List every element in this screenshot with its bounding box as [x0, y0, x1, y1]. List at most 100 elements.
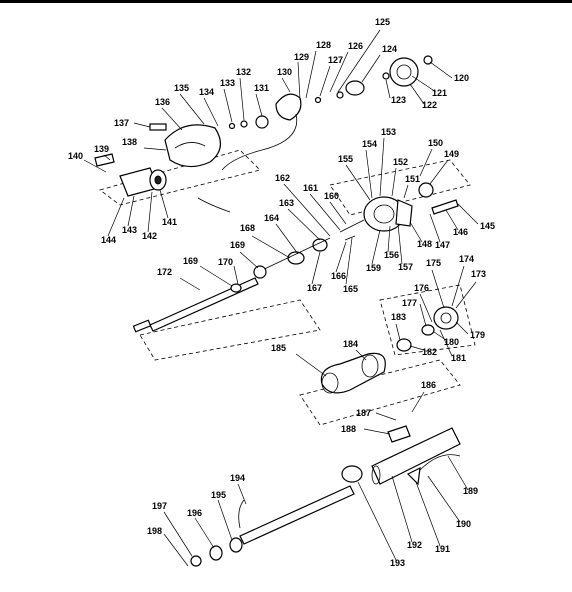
callout-138: 138 — [122, 137, 137, 147]
lower-shaft-group — [190, 485, 355, 567]
shroud-group — [320, 352, 386, 394]
callout-150: 150 — [428, 138, 443, 148]
upper-shaft-group — [132, 265, 267, 333]
callout-163: 163 — [279, 198, 294, 208]
callout-174: 174 — [459, 254, 474, 264]
callout-127: 127 — [328, 55, 343, 65]
callout-179: 179 — [470, 330, 485, 340]
callout-197: 197 — [152, 501, 167, 511]
callout-152: 152 — [393, 157, 408, 167]
callout-156: 156 — [384, 250, 399, 260]
callout-139: 139 — [94, 144, 109, 154]
callout-184: 184 — [343, 339, 358, 349]
callout-131: 131 — [254, 83, 269, 93]
callout-175: 175 — [426, 258, 441, 268]
callout-194: 194 — [230, 473, 245, 483]
callout-180: 180 — [444, 337, 459, 347]
callout-193: 193 — [390, 558, 405, 568]
callout-176: 176 — [414, 283, 429, 293]
callout-187: 187 — [356, 408, 371, 418]
callout-191: 191 — [435, 544, 450, 554]
callout-188: 188 — [341, 424, 356, 434]
callout-177: 177 — [402, 298, 417, 308]
callout-185: 185 — [271, 343, 286, 353]
callout-165: 165 — [343, 284, 358, 294]
callout-148: 148 — [417, 239, 432, 249]
callout-128: 128 — [316, 40, 331, 50]
callout-172: 172 — [157, 267, 172, 277]
callout-136: 136 — [155, 97, 170, 107]
callout-162: 162 — [275, 173, 290, 183]
callout-134: 134 — [199, 87, 214, 97]
callout-120: 120 — [454, 73, 469, 83]
assembly-boundaries — [99, 149, 476, 426]
callout-135: 135 — [174, 83, 189, 93]
callout-147: 147 — [435, 240, 450, 250]
callout-190: 190 — [456, 519, 471, 529]
jacket — [371, 427, 461, 485]
callout-132: 132 — [236, 67, 251, 77]
cover-plate — [389, 57, 419, 87]
shaft — [149, 277, 259, 332]
callout-183: 183 — [391, 312, 406, 322]
callout-122: 122 — [422, 100, 437, 110]
callout-198: 198 — [147, 526, 162, 536]
callout-155: 155 — [338, 154, 353, 164]
callout-151: 151 — [405, 174, 420, 184]
callout-129: 129 — [294, 52, 309, 62]
callout-154: 154 — [362, 139, 377, 149]
jacket-group — [341, 425, 461, 486]
shroud — [320, 352, 386, 394]
spring-plate — [345, 80, 365, 96]
callout-186: 186 — [421, 380, 436, 390]
callout-140: 140 — [68, 151, 83, 161]
callout-146: 146 — [453, 227, 468, 237]
lock-housing-group — [94, 123, 231, 213]
bearing-group — [396, 306, 459, 352]
lower-shaft — [239, 485, 355, 545]
callout-196: 196 — [187, 508, 202, 518]
callout-133: 133 — [220, 78, 235, 88]
callout-181: 181 — [451, 353, 466, 363]
bolt — [149, 123, 167, 131]
callout-164: 164 — [264, 213, 279, 223]
callout-149: 149 — [444, 149, 459, 159]
callout-142: 142 — [142, 231, 157, 241]
callout-169a: 169 — [230, 240, 245, 250]
callout-168: 168 — [240, 223, 255, 233]
upper-cover-group — [221, 55, 433, 171]
upper-housing-group — [257, 182, 459, 273]
lock-housing — [164, 124, 221, 168]
leader-lines — [83, 29, 479, 567]
callout-167: 167 — [307, 283, 322, 293]
bearing-housing — [433, 306, 459, 330]
callout-137: 137 — [114, 118, 129, 128]
callout-130: 130 — [277, 67, 292, 77]
seal — [341, 465, 363, 483]
top-border-rule — [0, 0, 572, 3]
callout-124: 124 — [382, 44, 397, 54]
callout-123: 123 — [391, 95, 406, 105]
callout-143: 143 — [122, 225, 137, 235]
callout-161: 161 — [303, 183, 318, 193]
callout-173: 173 — [471, 269, 486, 279]
callout-157: 157 — [398, 262, 413, 272]
callout-126: 126 — [348, 41, 363, 51]
callout-125: 125 — [375, 17, 390, 27]
callout-labels: 120 121 122 123 124 125 126 127 128 129 … — [68, 17, 495, 568]
callout-145: 145 — [480, 221, 495, 231]
cancel-cam — [275, 93, 302, 121]
callout-141: 141 — [162, 217, 177, 227]
callout-169b: 169 — [183, 256, 198, 266]
callout-195: 195 — [211, 490, 226, 500]
callout-160: 160 — [324, 191, 339, 201]
callout-144: 144 — [101, 235, 116, 245]
callout-182: 182 — [422, 347, 437, 357]
callout-166: 166 — [331, 271, 346, 281]
callout-153: 153 — [381, 127, 396, 137]
callout-170: 170 — [218, 257, 233, 267]
callout-121: 121 — [432, 88, 447, 98]
spring — [431, 199, 459, 215]
callout-192: 192 — [407, 540, 422, 550]
callout-159: 159 — [366, 263, 381, 273]
